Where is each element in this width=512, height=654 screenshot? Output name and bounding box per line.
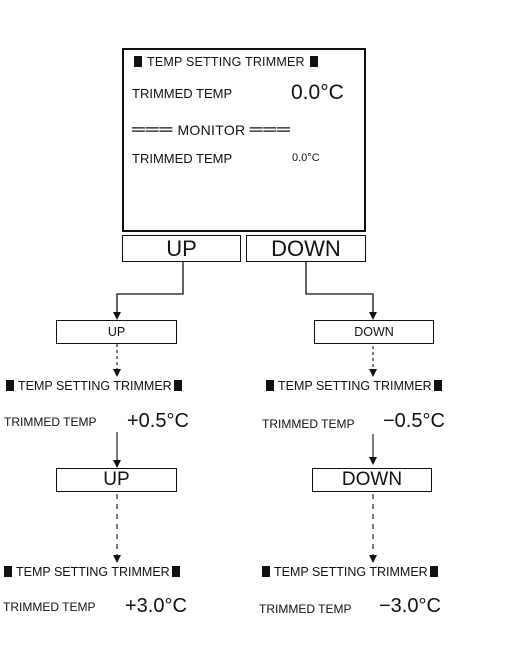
- connector-up-main: [116, 261, 184, 313]
- down-button[interactable]: DOWN: [246, 235, 366, 262]
- down-step-button[interactable]: DOWN: [314, 320, 434, 344]
- right-step2-header: TEMP SETTING TRIMMER: [262, 566, 438, 579]
- left-step2-label: TRIMMED TEMP: [3, 600, 96, 614]
- right-step1-header-text: TEMP SETTING TRIMMER: [278, 379, 432, 393]
- arrow-left-3: [113, 555, 121, 563]
- square-bullet-icon: [4, 566, 12, 577]
- right-step1-label: TRIMMED TEMP: [262, 417, 355, 431]
- left-step1-value: +0.5°C: [127, 410, 189, 432]
- trimmed-temp-value: 0.0°C: [291, 81, 344, 104]
- left-step2-header-text: TEMP SETTING TRIMMER: [16, 565, 170, 579]
- down-repeat-button[interactable]: DOWN: [312, 468, 432, 492]
- connector-down-main: [305, 261, 374, 313]
- left-step2-value: +3.0°C: [125, 595, 187, 617]
- right-step2-label: TRIMMED TEMP: [259, 602, 352, 616]
- monitor-trimmed-value: 0.0°C: [292, 152, 320, 164]
- arrow-right-2: [369, 457, 377, 465]
- square-bullet-icon: [262, 566, 270, 577]
- arrow-right-3: [369, 555, 377, 563]
- square-bullet-icon: [173, 380, 182, 391]
- square-bullet-icon: [429, 566, 438, 577]
- right-step1-value: −0.5°C: [383, 410, 445, 432]
- square-bullet-icon: [134, 56, 142, 67]
- monitor-divider: ═══ MONITOR ═══: [132, 120, 291, 138]
- trimmed-temp-label: TRIMMED TEMP: [132, 86, 233, 101]
- right-step2-header-text: TEMP SETTING TRIMMER: [274, 565, 428, 579]
- square-bullet-icon: [171, 566, 180, 577]
- monitor-label: MONITOR: [177, 122, 246, 138]
- arrow-up-main: [113, 312, 121, 320]
- monitor-dashes-left: ═══: [132, 119, 174, 139]
- square-bullet-icon: [309, 56, 318, 67]
- display-screen: TEMP SETTING TRIMMER TRIMMED TEMP 0.0°C …: [122, 48, 366, 232]
- monitor-trimmed-label: TRIMMED TEMP: [132, 151, 233, 166]
- right-step2-value: −3.0°C: [379, 595, 441, 617]
- right-step1-header: TEMP SETTING TRIMMER: [266, 380, 442, 393]
- arrow-right-1: [369, 369, 377, 377]
- square-bullet-icon: [6, 380, 14, 391]
- up-button[interactable]: UP: [122, 235, 241, 262]
- left-step1-header-text: TEMP SETTING TRIMMER: [18, 379, 172, 393]
- screen-title: TEMP SETTING TRIMMER: [134, 56, 318, 69]
- square-bullet-icon: [266, 380, 274, 391]
- left-step1-header: TEMP SETTING TRIMMER: [6, 380, 182, 393]
- arrow-down-main: [369, 312, 377, 320]
- up-step-button[interactable]: UP: [56, 320, 177, 344]
- left-step2-header: TEMP SETTING TRIMMER: [4, 566, 180, 579]
- screen-title-text: TEMP SETTING TRIMMER: [147, 55, 305, 69]
- arrow-left-1: [113, 369, 121, 377]
- monitor-dashes-right: ═══: [249, 119, 291, 139]
- square-bullet-icon: [433, 380, 442, 391]
- up-repeat-button[interactable]: UP: [56, 468, 177, 492]
- arrow-left-2: [113, 460, 121, 468]
- left-step1-label: TRIMMED TEMP: [4, 415, 97, 429]
